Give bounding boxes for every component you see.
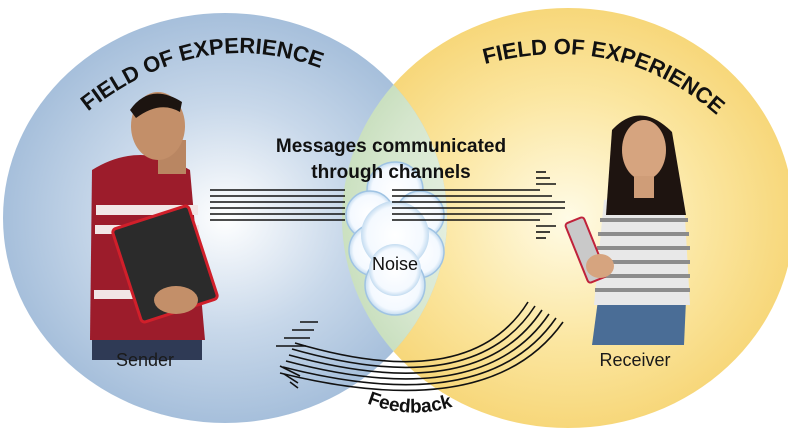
message-arrow-head	[536, 171, 556, 239]
feedback-arrow	[279, 301, 564, 392]
message-channel-lines-right	[392, 189, 565, 221]
feedback-label: Feedback	[365, 388, 454, 417]
message-line-2: through channels	[311, 162, 471, 183]
noise-cloud	[345, 161, 445, 316]
message-line-1: Messages communicated	[275, 136, 507, 157]
sender-person	[90, 92, 219, 360]
sender-label: Sender	[115, 350, 175, 370]
receiver-label: Receiver	[599, 350, 671, 370]
noise-label: Noise	[371, 254, 419, 274]
receiver-person	[564, 115, 690, 345]
message-channel-lines-left	[210, 189, 345, 221]
feedback-arrow-head	[276, 321, 318, 389]
message-caption: Messages communicated through channels	[236, 134, 546, 186]
